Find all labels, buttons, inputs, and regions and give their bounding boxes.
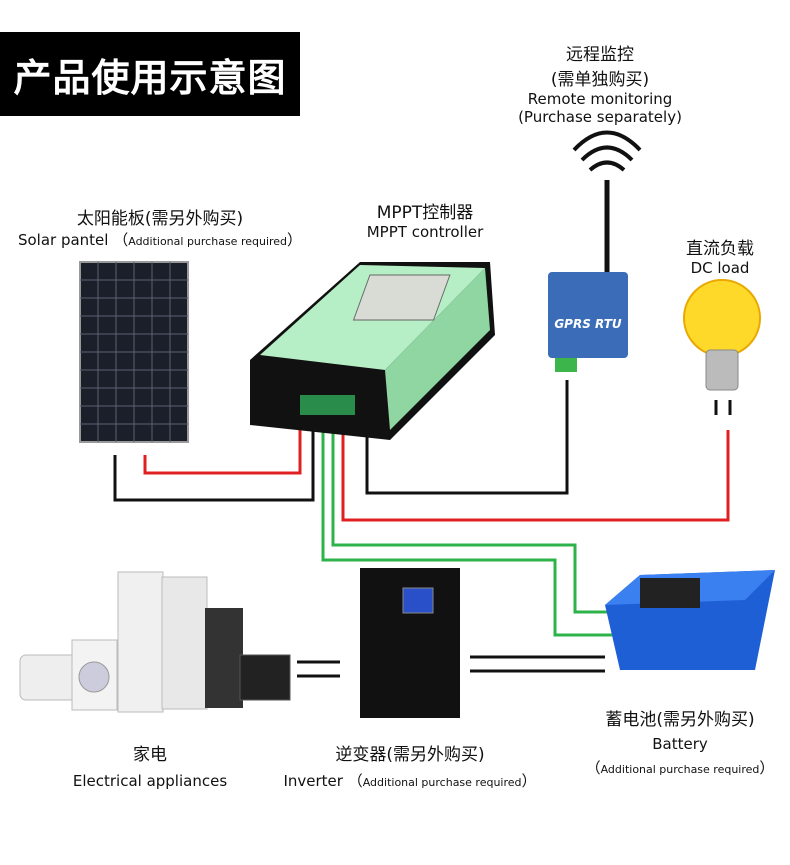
load-label: 直流负载 DC load	[665, 234, 775, 277]
gprs-rtu-image: GPRS RTU	[548, 130, 642, 372]
inverter-image	[360, 568, 460, 718]
appliances-label: 家电 Electrical appliances	[50, 742, 250, 794]
inverter-label: 逆变器(需另外购买) Inverter （Additional purchase…	[270, 742, 550, 796]
mppt-controller-image	[250, 262, 495, 440]
solar-note: Additional purchase required	[128, 235, 288, 248]
solar-zh: 太阳能板(需另外购买)	[76, 209, 244, 229]
appliances-image	[19, 571, 291, 713]
rtu-device-label: GPRS RTU	[554, 317, 622, 331]
remote-label: 远程监控 (需单独购买) Remote monitoring (Purchase…	[510, 40, 690, 126]
inverter-note: Additional purchase required	[362, 776, 522, 789]
wire-rtu	[365, 380, 569, 495]
wire-battery-1	[321, 430, 612, 637]
wire-load-positive	[341, 430, 730, 522]
appliances-en: Electrical appliances	[72, 772, 228, 790]
light-bulb-image	[683, 279, 761, 415]
battery-en: Battery	[652, 735, 708, 753]
controller-label: MPPT控制器 MPPT controller	[345, 198, 505, 241]
controller-en: MPPT controller	[366, 223, 484, 241]
battery-note: Additional purchase required	[600, 763, 760, 776]
solar-panel-image	[79, 261, 189, 443]
battery-image	[605, 570, 775, 670]
inverter-zh: 逆变器(需另外购买)	[335, 745, 485, 765]
page-title: 产品使用示意图	[0, 32, 300, 116]
wire-solar-negative	[113, 425, 315, 502]
remote-zh: 远程监控	[566, 45, 634, 65]
solar-label: 太阳能板(需另外购买) Solar pantel （Additional pur…	[0, 204, 320, 250]
wire-battery-2	[331, 430, 612, 614]
battery-zh: 蓄电池(需另外购买)	[605, 710, 755, 730]
battery-label: 蓄电池(需另外购买) Battery （Additional purchase …	[580, 708, 780, 782]
controller-zh: MPPT控制器	[376, 203, 474, 223]
load-zh: 直流负载	[686, 239, 754, 259]
inverter-en: Inverter	[283, 772, 343, 790]
wire-solar-positive	[143, 425, 302, 475]
remote-zh-note: (需单独购买)	[550, 70, 650, 90]
remote-en-note: (Purchase separately)	[518, 108, 682, 126]
load-en: DC load	[690, 259, 750, 277]
solar-en: Solar pantel	[17, 231, 109, 249]
appliances-zh: 家电	[133, 745, 167, 765]
remote-en: Remote monitoring	[527, 90, 673, 108]
